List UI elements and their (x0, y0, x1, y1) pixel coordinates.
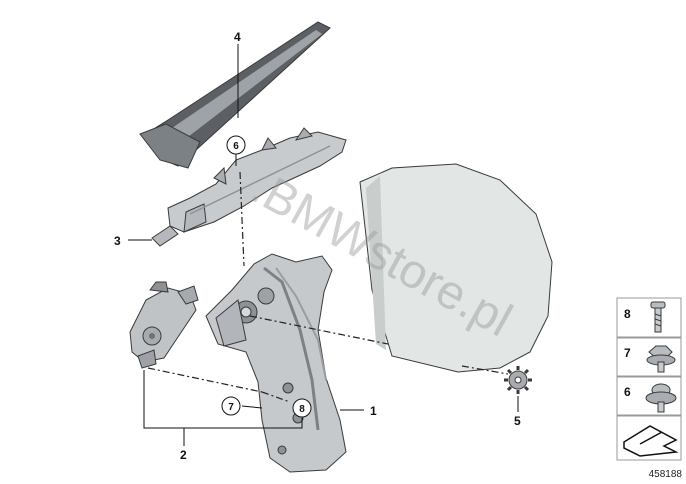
bolt-icon (650, 301, 666, 333)
svg-text:8: 8 (299, 404, 305, 415)
callout-5: 5 (514, 414, 521, 428)
svg-text:7: 7 (624, 346, 631, 360)
leader-lines (128, 44, 519, 446)
legend-item-6: 6 (624, 383, 677, 413)
callout-4: 4 (234, 30, 241, 44)
diagram-id: 458188 (649, 469, 683, 480)
svg-text:6: 6 (624, 385, 631, 399)
callout-6-circled: 6 (226, 135, 246, 155)
hex-flange-nut-icon (646, 345, 676, 373)
callout-8-circled: 8 (292, 398, 312, 418)
door-window-glass (359, 163, 553, 373)
washer-screw-icon (645, 383, 677, 413)
legend-item-7: 7 (624, 345, 676, 373)
legend-item-8: 8 (624, 301, 666, 333)
callout-2: 2 (180, 448, 187, 462)
svg-text:8: 8 (624, 307, 631, 321)
window-regulator (205, 253, 347, 473)
window-carrier-bracket (151, 127, 347, 247)
window-motor (129, 281, 199, 369)
svg-text:6: 6 (233, 141, 239, 152)
fastener-legend: 8 7 6 (616, 297, 682, 461)
window-guide-rail (139, 21, 331, 169)
callouts: 4 3 1 2 5 6 7 8 (114, 30, 521, 462)
drive-gear (504, 366, 532, 394)
callout-7-circled: 7 (221, 396, 241, 416)
arrow-corner-icon (623, 425, 679, 457)
svg-text:7: 7 (228, 402, 234, 413)
callout-1: 1 (370, 404, 377, 418)
callout-3: 3 (114, 234, 121, 248)
assembly-lines (147, 171, 509, 403)
